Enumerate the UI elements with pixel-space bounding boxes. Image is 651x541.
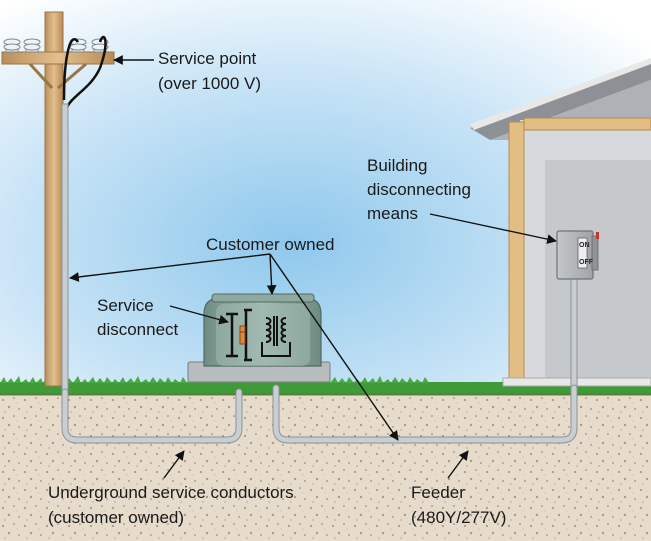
disconnect-switch-symbol bbox=[226, 308, 252, 362]
transformer-symbol bbox=[261, 316, 291, 357]
switch-off-label: OFF bbox=[579, 259, 594, 266]
insulators bbox=[3, 38, 109, 53]
pad-mounted-equipment bbox=[187, 293, 331, 383]
underground-conduits bbox=[61, 384, 578, 444]
arrow-feeder bbox=[447, 450, 469, 479]
arrow-service-disconnect bbox=[169, 305, 229, 325]
arrow-building-disconnect bbox=[429, 213, 557, 244]
building-disconnect-switch: ON OFF bbox=[556, 230, 599, 280]
service-conductors bbox=[62, 35, 107, 111]
soil bbox=[0, 392, 651, 541]
label-service-disconnect: Service disconnect bbox=[97, 296, 179, 339]
label-customer-owned: Customer owned bbox=[206, 235, 335, 254]
pole-crossarm bbox=[1, 51, 115, 65]
label-service-point: Service point (over 1000 V) bbox=[158, 49, 261, 93]
pole-riser-conduit bbox=[61, 103, 69, 405]
wood-frame-post bbox=[508, 121, 525, 385]
arrow-customer-owned-pad bbox=[266, 253, 277, 295]
arrow-customer-owned-pole bbox=[69, 253, 271, 282]
arrow-underground bbox=[163, 450, 185, 479]
utility-pole bbox=[1, 11, 115, 387]
switch-on-label: ON bbox=[579, 242, 590, 249]
wood-frame-header bbox=[523, 117, 651, 131]
arrow-customer-owned-feeder bbox=[269, 253, 399, 441]
label-building-disconnect: Building disconnecting means bbox=[367, 156, 476, 223]
grass bbox=[0, 382, 651, 395]
label-feeder: Feeder (480Y/277V) bbox=[411, 483, 506, 527]
label-underground: Underground service conductors (customer… bbox=[48, 483, 298, 527]
leader-lines bbox=[69, 55, 557, 479]
